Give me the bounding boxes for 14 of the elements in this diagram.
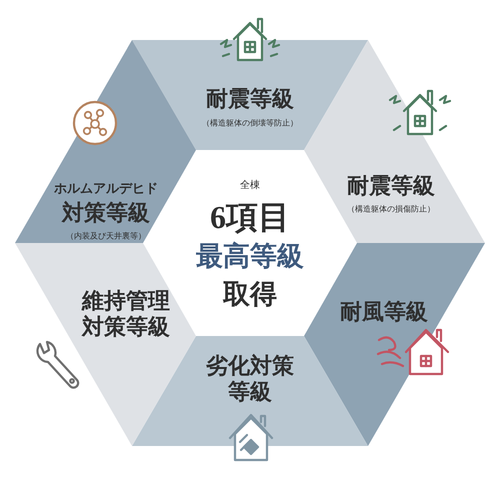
grade-note: （構造躯体の倒壊等防止） — [202, 118, 298, 128]
grade-title: 耐震等級 — [206, 86, 294, 112]
grade-title: 耐震等級 — [347, 173, 435, 199]
grade-title: 対策等級 — [62, 200, 150, 226]
grade-title: ホルムアルデヒド — [54, 180, 158, 196]
headline-action: 取得 — [223, 279, 277, 311]
grade-title: 維持管理対策等級 — [80, 288, 171, 340]
headline-count: 6項目 — [210, 199, 290, 237]
grade-note: （構造躯体の損傷防止） — [347, 204, 435, 214]
scope-note: 全棟 — [240, 180, 260, 192]
grade-title: 耐風等級 — [340, 299, 428, 325]
grade-note: （内装及び天井裏等） — [66, 231, 146, 241]
grade-title: 劣化対策等級 — [205, 353, 295, 405]
headline-grade: 最高等級 — [196, 241, 304, 273]
